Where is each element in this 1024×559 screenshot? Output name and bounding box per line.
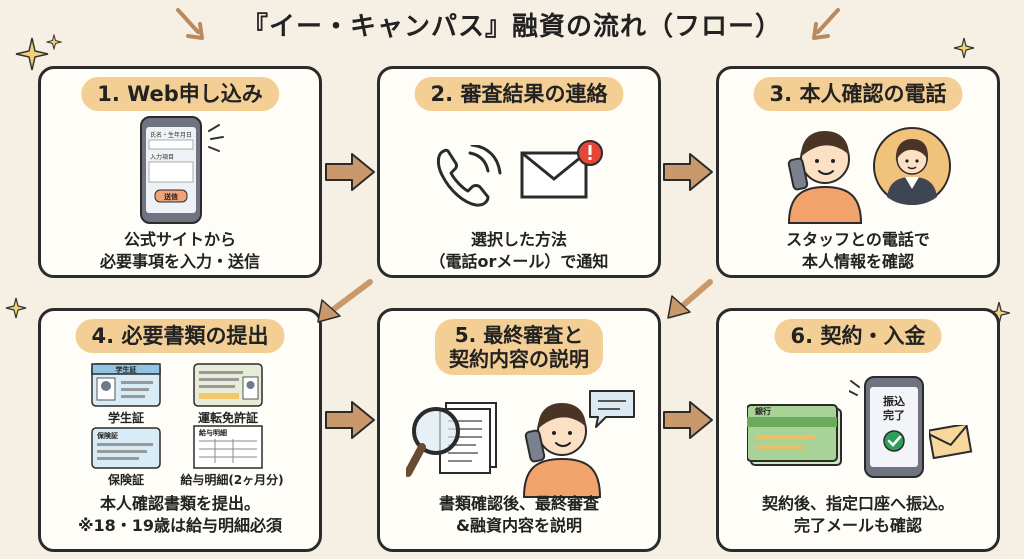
mail-notification-icon	[520, 140, 603, 199]
step-4-label: 4. 必要書類の提出	[75, 319, 285, 354]
step-3-label: 3. 本人確認の電話	[753, 77, 963, 112]
step-4-desc-line-2: ※18・19歳は給与明細必須	[77, 515, 283, 535]
flow-arrow-3-to-4-icon	[317, 279, 373, 323]
drivers-license-icon	[193, 363, 263, 407]
step-6-desc-line-1: 契約後、指定口座へ振込。	[761, 494, 954, 513]
flow-arrow-2-to-3-icon	[663, 153, 713, 191]
step-5-label-line-1: 5. 最終審査と	[454, 323, 584, 347]
phone-transfer-text-1: 振込	[883, 394, 905, 408]
step-6-label: 6. 契約・入金	[774, 319, 942, 354]
step-5-card: 5. 最終審査と 契約内容の説明 書類確認後、最終審査 &融資内容を説明	[377, 308, 661, 552]
pay-slip-icon: 給与明細	[193, 425, 263, 469]
page-title: 『イー・キャンパス』融資の流れ（フロー）	[241, 12, 782, 42]
step-6-desc-line-2: 完了メールも確認	[793, 515, 922, 535]
flow-arrow-1-to-2-icon	[325, 153, 375, 191]
document-magnifier-icon	[406, 402, 497, 477]
step-1-desc-line-1: 公式サイトから	[123, 230, 236, 249]
step-1-card: 1. Web申し込み 氏名・生年月日 入力項目 送信 公式サイトから 必要事項を…	[38, 66, 322, 278]
staff-on-phone-icon	[522, 403, 602, 498]
step-5-label-line-2: 契約内容の説明	[449, 347, 589, 371]
sparkle-small-icon	[46, 34, 62, 50]
step-5-desc-line-1: 書類確認後、最終審査	[438, 494, 599, 513]
step-2-label: 2. 審査結果の連絡	[414, 77, 624, 112]
insurance-card-title: 保険証	[96, 431, 118, 440]
doc-label-drivers-license: 運転免許証	[197, 411, 258, 425]
flow-arrow-4-to-5-icon	[325, 401, 375, 439]
student-card-title: 学生証	[116, 365, 137, 374]
step-5-desc-line-2: &融資内容を説明	[456, 515, 582, 535]
flow-arrow-corner-icon	[667, 279, 713, 319]
title-arrow-left-icon	[176, 8, 204, 40]
flow-arrow-5-to-6-icon	[663, 401, 713, 439]
mail-icon	[929, 425, 973, 459]
step-2-card: 2. 審査結果の連絡 選択した方法 （電話orメール）で通知	[377, 66, 661, 278]
staff-avatar-icon	[873, 127, 951, 205]
phone-field-label-2: 入力項目	[150, 153, 174, 161]
step-3-desc-line-2: 本人情報を確認	[801, 251, 914, 271]
insurance-card-icon: 保険証	[91, 427, 161, 469]
step-3-desc-line-1: スタッフとの電話で	[786, 230, 930, 249]
step-4-desc-line-1: 本人確認書類を提出。	[99, 494, 260, 513]
step-2-desc-line-1: 選択した方法	[470, 230, 567, 249]
user-on-phone-icon	[787, 131, 863, 224]
telephone-icon	[436, 145, 502, 207]
transfer-complete-phone-icon: 振込 完了	[849, 376, 924, 478]
phone-send-button: 送信	[163, 192, 178, 201]
doc-label-pay-slip: 給与明細(2ヶ月分)	[180, 473, 284, 487]
step-1-desc-line-2: 必要事項を入力・送信	[99, 251, 260, 271]
phone-field-label-1: 氏名・生年月日	[150, 131, 192, 139]
step-5-label: 5. 最終審査と 契約内容の説明	[435, 319, 603, 375]
step-4-card: 4. 必要書類の提出 学生証 学生証 運転免許証 保険証 保険証 給与明細 給与…	[38, 308, 322, 552]
phone-transfer-text-2: 完了	[883, 408, 905, 422]
speech-bubble-icon	[589, 390, 635, 428]
step-2-desc-line-2: （電話orメール）で通知	[429, 251, 609, 271]
sparkle-icon	[953, 37, 975, 59]
step-6-card: 6. 契約・入金 銀行 振込 完了 契約後、指定口座へ振込。 完了メールも確認	[716, 308, 1000, 552]
step-3-card: 3. 本人確認の電話 スタッフとの電話で 本人情報を確認	[716, 66, 1000, 278]
bankbook-label: 銀行	[754, 406, 771, 416]
sparkle-icon	[15, 37, 49, 71]
title-arrow-right-icon	[812, 8, 840, 40]
doc-label-student-id: 学生証	[107, 411, 144, 425]
sparkle-icon	[5, 297, 27, 319]
step-1-label: 1. Web申し込み	[81, 77, 279, 112]
bankbook-icon: 銀行	[747, 404, 842, 466]
doc-label-insurance-card: 保険証	[107, 473, 144, 487]
smartphone-form-icon: 氏名・生年月日 入力項目 送信	[140, 116, 224, 224]
pay-slip-title: 給与明細	[199, 428, 227, 437]
student-id-card-icon: 学生証	[91, 363, 161, 407]
